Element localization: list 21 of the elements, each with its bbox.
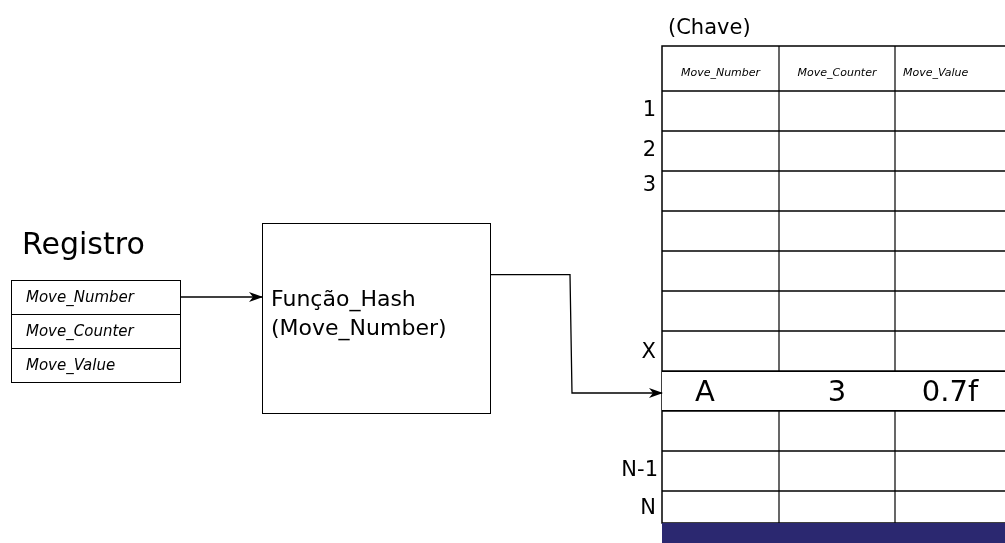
cell-value: 3: [826, 373, 848, 410]
row-index: 1: [641, 96, 656, 122]
row-index: N: [639, 494, 656, 520]
key-label: (Chave): [668, 14, 752, 40]
record-field: Move_Value: [11, 348, 181, 383]
cell-value: 0.7f: [920, 373, 980, 410]
column-header: Move_Number: [679, 65, 762, 81]
row-index: X: [640, 338, 656, 364]
record-field: Move_Counter: [11, 314, 181, 348]
row-index: N-1: [620, 456, 658, 482]
arrow: [180, 292, 263, 302]
row-index: 2: [641, 136, 656, 162]
column-header: Move_Counter: [796, 65, 878, 81]
arrow: [490, 273, 663, 398]
record-field: Move_Number: [11, 280, 181, 314]
cell-value: A: [694, 373, 716, 410]
record-title: Registro: [22, 226, 145, 262]
function-box: Função_Hash (Move_Number): [262, 223, 491, 414]
table-row: [662, 371, 1005, 411]
column-header: Move_Value: [902, 65, 970, 81]
row-index: 3: [641, 171, 656, 197]
